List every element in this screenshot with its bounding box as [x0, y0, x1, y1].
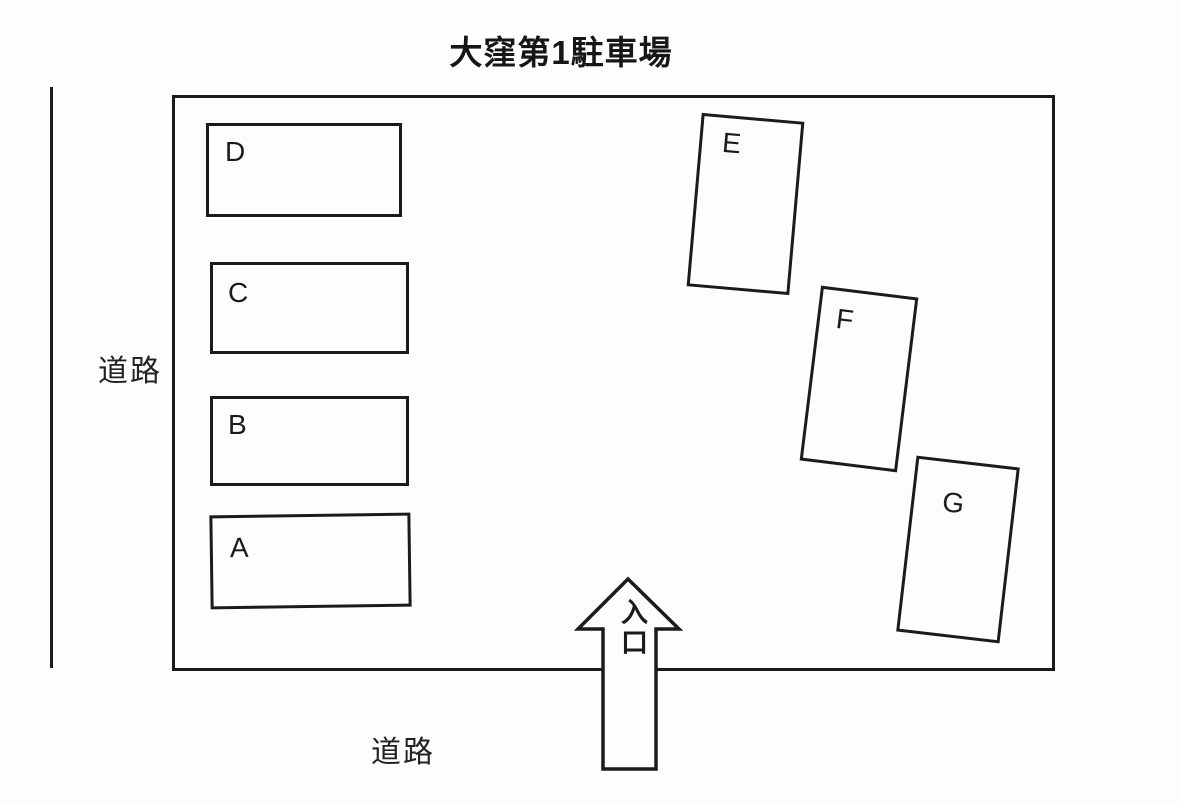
- road-label-left: 道路: [98, 355, 162, 388]
- parking-space-A: A: [209, 512, 412, 610]
- diagram-title: 大窪第1駐車場: [449, 34, 673, 71]
- entrance-label: 入口: [617, 598, 647, 658]
- parking-space-D: D: [206, 123, 402, 217]
- road-line-left: [50, 87, 53, 668]
- road-label-bottom: 道路: [371, 736, 435, 769]
- entrance-arrow-icon: [573, 576, 684, 771]
- parking-space-G: G: [896, 455, 1020, 644]
- parking-space-B: B: [210, 396, 409, 486]
- parking-space-E: E: [686, 112, 805, 296]
- parking-space-C: C: [210, 262, 409, 354]
